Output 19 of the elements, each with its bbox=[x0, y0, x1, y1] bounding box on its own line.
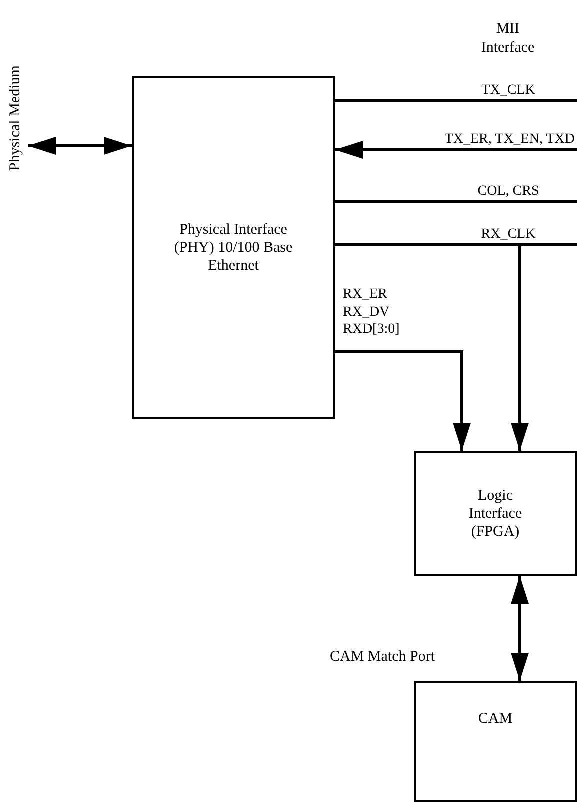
port-label: CAM Match Port bbox=[330, 648, 435, 667]
box-label: CAM bbox=[478, 710, 513, 728]
signal-label: TX_CLK bbox=[480, 82, 536, 100]
box-label: Logic Interface (FPGA) bbox=[468, 486, 524, 540]
process-box bbox=[132, 76, 335, 419]
process-box bbox=[414, 451, 577, 576]
signal-label: COL, CRS bbox=[476, 183, 540, 200]
process-box bbox=[414, 681, 577, 802]
signal-label: RX_CLK bbox=[480, 226, 537, 244]
arrow bbox=[335, 141, 577, 159]
signal-label: RX_ER RX_DV RXD[3:0] bbox=[343, 286, 401, 338]
arrow bbox=[511, 576, 529, 681]
medium-label: Physical Medium bbox=[4, 62, 28, 174]
box-label: Physical Interface (PHY) 10/100 Base Ethernet bbox=[173, 220, 294, 274]
interface-label: MII Interface bbox=[480, 20, 536, 58]
signal-label: TX_ER, TX_EN, TXD bbox=[444, 131, 575, 148]
arrow bbox=[335, 350, 471, 451]
arrow bbox=[28, 137, 132, 155]
arrow bbox=[335, 244, 529, 451]
